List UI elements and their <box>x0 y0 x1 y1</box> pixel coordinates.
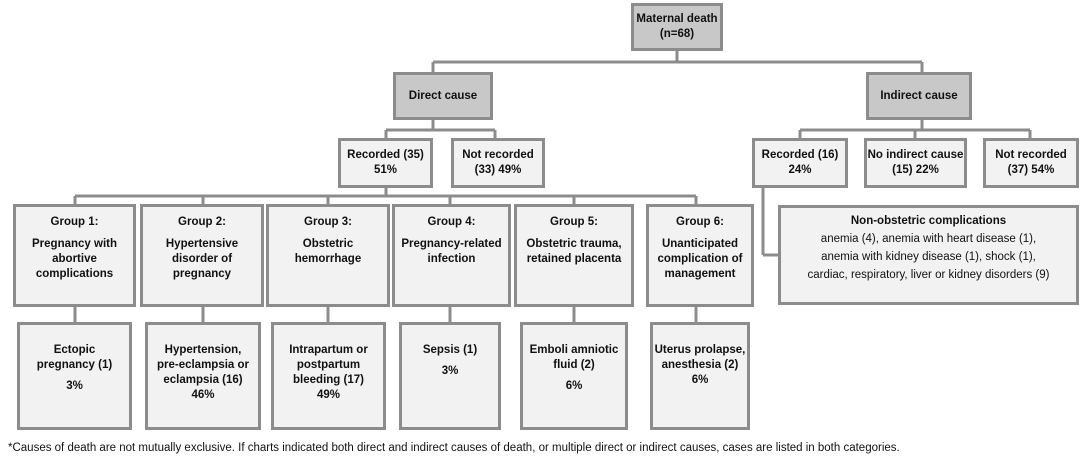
root-node: Maternal death (n=68) <box>631 3 723 51</box>
group-6-desc-line: Unanticipated <box>661 238 739 250</box>
no-indirect-cause-pct: (15) 22% <box>892 164 939 176</box>
non-obstetric-complications-node: Non-obstetric complications anemia (4), … <box>778 205 1079 305</box>
leaf-line: Uterus prolapse, <box>654 344 746 356</box>
indirect-not-recorded-pct: (37) 54% <box>1007 164 1055 176</box>
non-obstetric-item: anemia with kidney disease (1), shock (1… <box>821 251 1036 263</box>
group-4-title: Group 4: <box>427 216 476 228</box>
group-6-leaf: Uterus prolapse, anesthesia (2) 6% <box>650 322 750 430</box>
group-5-title: Group 5: <box>550 216 598 228</box>
indirect-recorded-label: Recorded (16) <box>761 149 839 161</box>
group-1-desc-line: Pregnancy with <box>32 238 117 250</box>
group-6-node: Group 6: Unanticipated complication of m… <box>646 204 754 307</box>
group-3-leaf: Intrapartum or postpartum bleeding (17) … <box>271 322 386 430</box>
leaf-line: Emboli amniotic <box>529 344 619 356</box>
leaf-percent: 6% <box>691 374 709 386</box>
direct-not-recorded-node: Not recorded (33) 49% <box>451 138 545 188</box>
group-2-desc-line: pregnancy <box>172 268 232 280</box>
indirect-cause-node: Indirect cause <box>866 72 972 120</box>
leaf-percent: 6% <box>565 380 583 392</box>
root-count: (n=68) <box>659 28 695 40</box>
root-label: Maternal death <box>636 13 718 25</box>
direct-cause-label: Direct cause <box>408 89 478 102</box>
leaf-line: anesthesia (2) <box>661 359 739 371</box>
leaf-line: Hypertension, <box>164 344 242 356</box>
group-3-node: Group 3: Obstetric hemorrhage <box>266 204 390 307</box>
leaf-line: Ectopic <box>53 344 96 356</box>
direct-recorded-pct: 51% <box>373 164 398 176</box>
direct-recorded-node: Recorded (35) 51% <box>338 138 433 188</box>
leaf-percent: 49% <box>316 389 341 401</box>
group-6-desc-line: management <box>664 268 736 280</box>
group-6-title: Group 6: <box>676 216 724 228</box>
group-1-desc-line: abortive <box>52 253 97 265</box>
group-4-desc-line: Pregnancy-related <box>401 238 502 250</box>
group-2-node: Group 2: Hypertensive disorder of pregna… <box>140 204 264 307</box>
group-4-node: Group 4: Pregnancy-related infection <box>392 204 511 307</box>
group-2-title: Group 2: <box>178 216 226 228</box>
non-obstetric-item: anemia (4), anemia with heart disease (1… <box>820 233 1037 245</box>
group-2-desc-line: disorder of <box>171 253 233 265</box>
leaf-line: pregnancy (1) <box>36 359 113 371</box>
group-3-desc-line: Obstetric <box>302 238 354 250</box>
leaf-percent: 3% <box>66 380 83 392</box>
leaf-percent: 46% <box>191 389 215 401</box>
no-indirect-cause-node: No indirect cause (15) 22% <box>864 138 967 188</box>
leaf-line: fluid (2) <box>553 359 595 371</box>
indirect-not-recorded-node: Not recorded (37) 54% <box>983 138 1079 188</box>
leaf-line: pre-eclampsia or <box>156 359 250 371</box>
group-2-leaf: Hypertension, pre-eclampsia or eclampsia… <box>145 322 261 430</box>
group-4-leaf: Sepsis (1) 3% <box>399 322 501 430</box>
leaf-line: Sepsis (1) <box>422 344 478 356</box>
group-5-desc-line: retained placenta <box>526 253 622 265</box>
non-obstetric-item: cardiac, respiratory, liver or kidney di… <box>807 269 1050 281</box>
group-4-desc-line: infection <box>427 253 476 265</box>
group-1-title: Group 1: <box>50 216 99 228</box>
non-obstetric-heading: Non-obstetric complications <box>850 215 1007 227</box>
direct-recorded-label: Recorded (35) <box>347 149 424 161</box>
group-6-desc-line: complication of <box>657 253 743 265</box>
leaf-line: postpartum <box>296 359 361 371</box>
leaf-line: bleeding (17) <box>293 374 364 386</box>
group-3-title: Group 3: <box>304 216 352 228</box>
group-2-desc-line: Hypertensive <box>165 238 239 250</box>
group-5-desc-line: Obstetric trauma, <box>526 238 622 250</box>
leaf-line: eclampsia (16) <box>163 374 243 386</box>
direct-not-recorded-label: Not recorded <box>462 149 534 161</box>
indirect-cause-label: Indirect cause <box>880 89 958 102</box>
group-1-leaf: Ectopic pregnancy (1) 3% <box>17 322 132 430</box>
group-3-desc-line: hemorrhage <box>294 253 362 265</box>
direct-cause-node: Direct cause <box>393 72 493 120</box>
group-1-desc-line: complications <box>35 268 114 280</box>
group-5-leaf: Emboli amniotic fluid (2) 6% <box>520 322 628 430</box>
footnote: *Causes of death are not mutually exclus… <box>8 442 900 454</box>
group-1-node: Group 1: Pregnancy with abortive complic… <box>13 204 136 307</box>
leaf-line: Intrapartum or <box>289 344 368 356</box>
indirect-not-recorded-label: Not recorded <box>995 149 1067 161</box>
direct-not-recorded-pct: (33) 49% <box>474 164 522 176</box>
leaf-percent: 3% <box>441 365 459 377</box>
indirect-recorded-pct: 24% <box>788 164 812 176</box>
indirect-recorded-node: Recorded (16) 24% <box>752 138 848 188</box>
group-5-node: Group 5: Obstetric trauma, retained plac… <box>514 204 634 307</box>
no-indirect-cause-label: No indirect cause <box>867 149 964 161</box>
